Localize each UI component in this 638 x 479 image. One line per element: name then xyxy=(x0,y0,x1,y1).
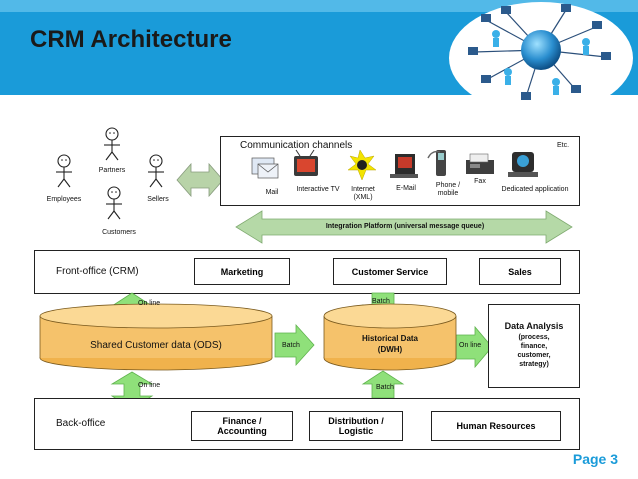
channels-etc: Etc. xyxy=(556,142,570,149)
channel-internet: Internet (XML) xyxy=(351,186,375,201)
dwh-line1: Historical Data xyxy=(361,334,419,343)
online-label-bottom: On line xyxy=(138,382,161,389)
channel-mail: Mail xyxy=(265,189,279,196)
employees-label: Employees xyxy=(46,196,82,203)
seller-figure-icon xyxy=(148,154,164,188)
channel-interactive-tv: Interactive TV xyxy=(296,186,340,193)
data-analysis-detail-2: finance, xyxy=(520,343,548,350)
page-number: Page 3 xyxy=(572,451,618,467)
back-office-label: Back-office xyxy=(56,418,106,429)
batch-label-bottom: Batch xyxy=(376,384,394,391)
ods-label: Shared Customer data (ODS) xyxy=(90,340,222,351)
customers-label: Customers xyxy=(102,229,136,236)
ods-cylinder xyxy=(39,303,273,371)
human-resources-box: Human Resources xyxy=(431,411,561,441)
finance-line1: Finance / xyxy=(222,416,262,426)
fax-icon xyxy=(466,153,494,174)
sellers-label: Sellers xyxy=(147,196,169,203)
customer-service-box: Customer Service xyxy=(333,258,447,285)
mail-icon xyxy=(251,157,279,179)
header-highlight xyxy=(0,0,638,12)
integration-platform-arrow xyxy=(235,210,573,244)
data-analysis-box xyxy=(488,304,580,388)
email-icon xyxy=(390,154,418,178)
channels-heading: Communication channels xyxy=(240,140,353,151)
front-office-label: Front-office (CRM) xyxy=(56,266,139,277)
channel-icons xyxy=(251,149,538,181)
distribution-line2: Logistic xyxy=(338,426,374,436)
page-title: CRM Architecture xyxy=(30,26,232,53)
channel-phone: Phone / mobile xyxy=(435,182,461,197)
channel-fax: Fax xyxy=(474,178,486,185)
distribution-logistic-box: Distribution / Logistic xyxy=(309,411,403,441)
batch-label-middle: Batch xyxy=(282,342,300,349)
distribution-line1: Distribution / xyxy=(328,416,384,426)
actors-group xyxy=(56,127,164,220)
dwh-line2: (DWH) xyxy=(377,345,403,354)
partner-figure-icon xyxy=(104,127,120,161)
tv-icon xyxy=(294,149,318,176)
data-analysis-detail-4: strategy) xyxy=(519,361,549,368)
batch-label-top: Batch xyxy=(372,298,390,305)
online-label-right: On line xyxy=(459,342,482,349)
data-analysis-detail-1: (process, xyxy=(518,334,550,341)
partners-label: Partners xyxy=(98,167,126,174)
internet-icon xyxy=(347,149,377,181)
channel-email: E-Mail xyxy=(396,185,416,192)
sales-box: Sales xyxy=(479,258,561,285)
finance-accounting-box: Finance / Accounting xyxy=(191,411,293,441)
integration-platform-label: Integration Platform (universal message … xyxy=(325,223,485,230)
dwh-cylinder xyxy=(323,303,457,371)
data-analysis-title: Data Analysis xyxy=(504,321,564,331)
dedicated-application-icon xyxy=(508,152,538,177)
employee-figure-icon xyxy=(56,154,72,188)
channel-dedicated-app: Dedicated application xyxy=(501,186,569,193)
customer-figure-icon xyxy=(106,186,122,220)
online-label-top: On line xyxy=(138,300,161,307)
network-globe-icon xyxy=(449,2,633,114)
marketing-box: Marketing xyxy=(194,258,290,285)
phone-icon xyxy=(427,150,446,176)
data-analysis-detail-3: customer, xyxy=(517,352,551,359)
finance-line2: Accounting xyxy=(217,426,267,436)
